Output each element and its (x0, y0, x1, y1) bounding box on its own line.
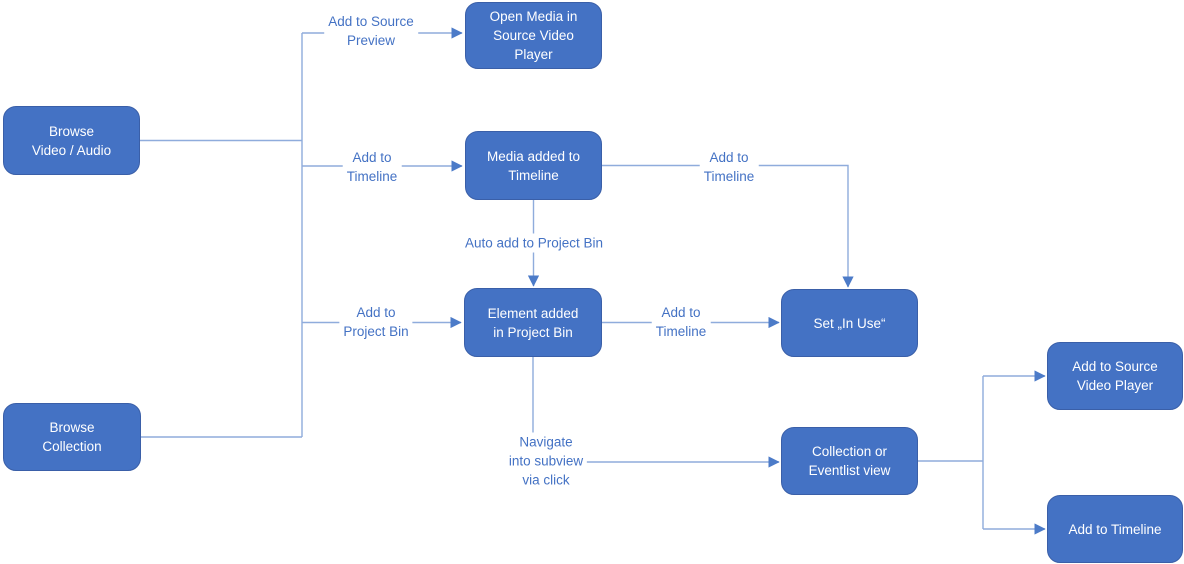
node-element-added-in-project-bin: Element added in Project Bin (464, 288, 602, 357)
edge-label-auto-add-to-project-bin: Auto add to Project Bin (460, 233, 608, 253)
node-open-media-source-video-player: Open Media in Source Video Player (465, 2, 602, 69)
edge-label-add-to-timeline-2: Add to Timeline (699, 148, 759, 186)
node-add-to-source-video-player: Add to Source Video Player (1047, 342, 1183, 410)
edge-label-navigate-into-subview: Navigate into subview via click (504, 432, 588, 490)
edge-media-to-set-in-use (602, 164, 854, 288)
edge-label-add-to-project-bin: Add to Project Bin (339, 303, 413, 341)
edge-label-add-to-timeline-3: Add to Timeline (651, 303, 711, 341)
edge-label-add-to-source-preview: Add to Source Preview (324, 12, 418, 50)
node-collection-or-eventlist-view: Collection or Eventlist view (781, 427, 918, 495)
node-browse-video-audio: Browse Video / Audio (3, 106, 140, 175)
node-media-added-to-timeline: Media added to Timeline (465, 131, 602, 200)
node-set-in-use: Set „In Use“ (781, 289, 918, 357)
edge-label-add-to-timeline-1: Add to Timeline (342, 148, 402, 186)
node-browse-collection: Browse Collection (3, 403, 141, 471)
node-add-to-timeline: Add to Timeline (1047, 495, 1183, 563)
